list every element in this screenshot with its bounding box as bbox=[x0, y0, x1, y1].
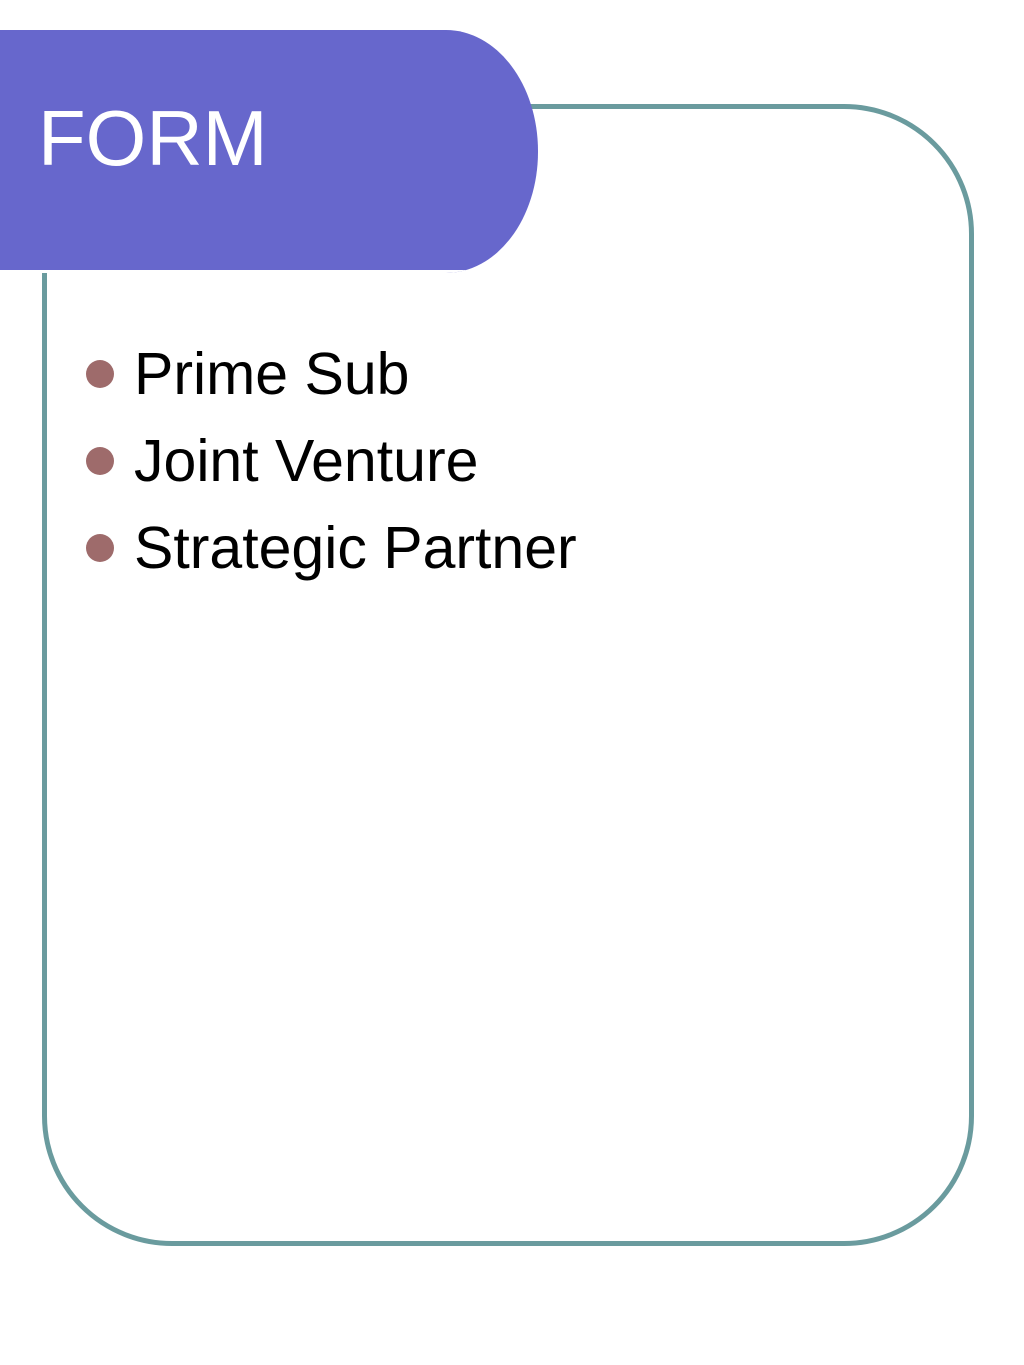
bullet-dot-icon bbox=[86, 359, 114, 388]
title-divider bbox=[0, 270, 538, 273]
bullet-dot-icon bbox=[86, 446, 114, 475]
title-band bbox=[0, 30, 538, 273]
list-item: Joint Venture bbox=[86, 417, 577, 504]
slide-title: FORM bbox=[38, 94, 268, 182]
bullet-dot-icon bbox=[86, 533, 114, 562]
bullet-list: Prime Sub Joint Venture Strategic Partne… bbox=[86, 330, 577, 591]
bullet-label: Joint Venture bbox=[134, 427, 479, 494]
content-frame bbox=[42, 104, 974, 1246]
list-item: Prime Sub bbox=[86, 330, 577, 417]
list-item: Strategic Partner bbox=[86, 504, 577, 591]
bullet-label: Strategic Partner bbox=[134, 514, 577, 581]
bullet-label: Prime Sub bbox=[134, 340, 410, 407]
